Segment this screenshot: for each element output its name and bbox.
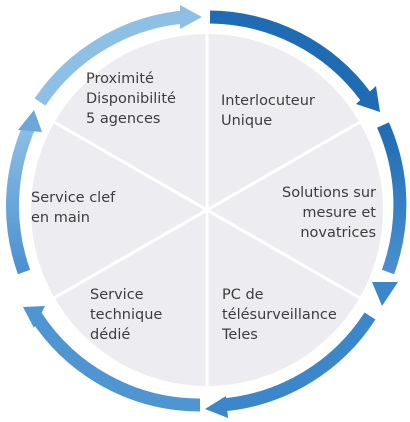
segment-label-line: PC de [222,287,264,303]
segment-label-line: 5 agences [86,111,161,127]
segment-label-service-technique: Service technique dédié [90,285,162,345]
segment-label-line: novatrices [300,225,376,241]
arrow-right-upper [377,122,407,275]
segment-label-line: Unique [221,113,273,129]
segment-label-line: mesure et [302,205,376,221]
segment-label-line: Disponibilité [86,91,176,107]
segment-label-line: Teles [222,327,258,343]
segment-label-line: télésurveillance [222,307,337,323]
segment-label-proximite: Proximité Disponibilité 5 agences [86,69,176,129]
arrowheads [18,5,398,418]
segment-label-line: Interlocuteur [221,93,315,109]
arrowhead-top-right [356,86,380,112]
segment-label-solutions: Solutions sur mesure et novatrices [282,183,376,243]
arrow-right-lower [221,312,376,412]
cycle-arrows [6,10,407,412]
arrowhead-bottom-left [23,306,45,328]
segment-label-line: Proximité [86,71,154,87]
arrowhead-right-upper [372,282,398,306]
segment-label-line: Service [90,287,144,303]
segment-label-line: en main [31,210,90,226]
segment-label-line: Service clef [31,190,116,206]
segment-label-service-clef: Service clef en main [31,188,115,228]
arrow-top-right [209,10,372,101]
arrow-bottom-left [30,312,201,412]
arrow-left [6,122,36,275]
segment-label-interlocuteur: Interlocuteur Unique [221,91,315,131]
arrowhead-top-left [180,5,202,29]
arrow-top-left [34,10,185,106]
arrowhead-left [18,110,42,132]
arrowhead-right-lower [205,396,228,418]
segment-label-telesurveillance: PC de télésurveillance Teles [222,285,337,345]
segment-label-line: Solutions sur [282,185,376,201]
segment-label-line: dédié [90,327,131,343]
divider-lines [53,34,361,386]
segment-label-line: technique [90,307,163,323]
